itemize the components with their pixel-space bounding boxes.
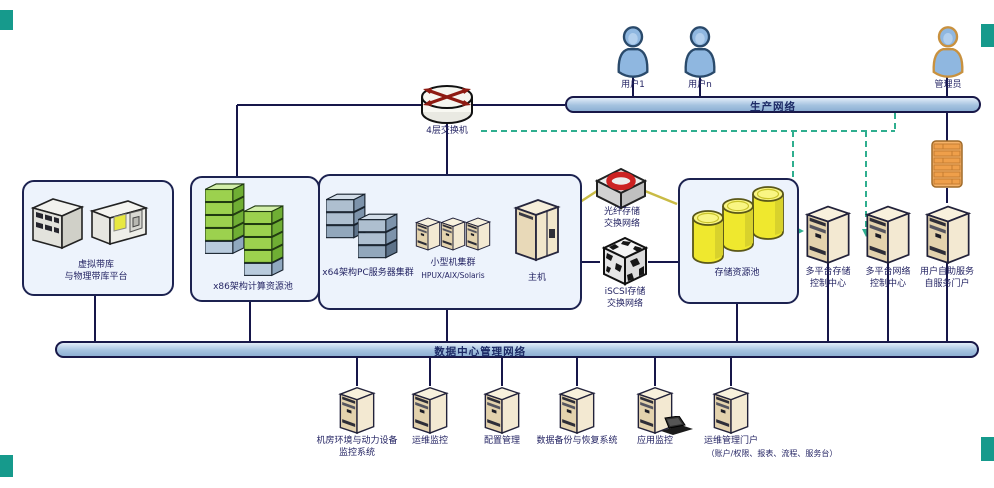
- x64-stack-front-icon: [358, 212, 408, 270]
- user-n-icon: [681, 26, 719, 78]
- x64-cluster-label: x64架构PC服务器集群: [322, 268, 414, 278]
- admin-user-icon: [929, 26, 967, 78]
- corner-mark-top-left: [0, 10, 13, 30]
- tape-library-label: 虚拟带库与物理带库平台: [64, 260, 128, 282]
- x86-pool-label: x86架构计算资源池: [213, 282, 293, 292]
- firewall-icon: [930, 139, 966, 189]
- corner-mark-bottom-right: [981, 437, 994, 461]
- storage-control-server-icon: [803, 202, 853, 264]
- corner-mark-top-right: [981, 24, 994, 47]
- backup-recovery-server-icon: [558, 384, 596, 434]
- host-label: 主机: [527, 273, 547, 283]
- user-n-label: 用户n: [688, 80, 712, 90]
- mini-server-2-icon: [440, 214, 466, 252]
- network-control-server-icon: [863, 202, 913, 264]
- network-control-server-label: 多平台网络控制中心: [865, 267, 911, 289]
- storage-control-server-label: 多平台存储控制中心: [805, 267, 851, 289]
- production-network-label: 生产网络: [750, 101, 796, 113]
- config-mgmt-label: 配置管理: [483, 436, 521, 446]
- ops-portal-label-line2: （账户/权限、报表、流程、服务台）: [706, 449, 838, 458]
- iscsi-switch-icon: [597, 233, 653, 289]
- self-service-portal-server-icon: [923, 202, 973, 264]
- management-network-label: 数据中心管理网络: [434, 346, 527, 358]
- config-mgmt-server-icon: [483, 384, 521, 434]
- corner-mark-bottom-left: [0, 455, 13, 477]
- core-switch-label: 4层交换机: [426, 126, 468, 136]
- admin-label: 管理员: [934, 80, 962, 90]
- fc-switch-icon: [592, 164, 650, 212]
- tape-library-icon: [88, 198, 150, 248]
- mini-server-3-icon: [465, 214, 491, 252]
- laptop-icon: [659, 415, 695, 436]
- ops-portal-server-icon: [712, 384, 750, 434]
- storage-cylinder-2-icon: [721, 197, 755, 253]
- ops-portal-label-line1: 运维管理门户: [703, 436, 759, 446]
- core-switch-icon: [419, 84, 475, 126]
- app-monitor-label: 应用监控: [636, 436, 674, 446]
- self-service-portal-server-label: 用户自助服务自服务门户: [919, 267, 975, 289]
- production-network-bar: 生产网络: [565, 96, 981, 113]
- backup-server-icon: [30, 194, 86, 252]
- fc-switch-label: 光纤存储交换网络: [603, 207, 641, 229]
- user-1-label: 用户1: [621, 80, 645, 90]
- facility-monitor-label: 机房环境与动力设备监控系统: [316, 436, 398, 458]
- management-network-bar: 数据中心管理网络: [55, 341, 979, 358]
- mainframe-host-icon: [512, 196, 562, 264]
- iscsi-switch-label: iSCSI存储交换网络: [604, 287, 646, 309]
- x86-rack-front-icon: [244, 204, 294, 282]
- facility-monitor-server-icon: [338, 384, 376, 434]
- storage-pool-label: 存储资源池: [714, 268, 760, 278]
- storage-cylinder-1-icon: [691, 209, 725, 265]
- ops-monitor-label: 运维监控: [411, 436, 449, 446]
- storage-cylinder-3-icon: [751, 185, 785, 241]
- backup-recovery-label: 数据备份与恢复系统: [536, 436, 618, 446]
- mini-server-1-icon: [415, 214, 441, 252]
- user-1-icon: [614, 26, 652, 78]
- ops-monitor-server-icon: [411, 384, 449, 434]
